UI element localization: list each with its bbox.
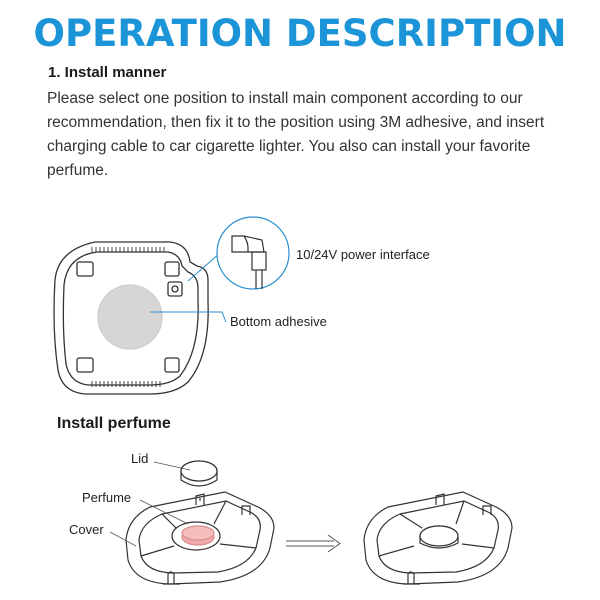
label-leaders	[109, 461, 191, 547]
device-bottom-view	[53, 241, 209, 395]
power-connector-callout	[187, 216, 290, 290]
lid-label: Lid	[131, 451, 149, 466]
double-arrow-icon	[286, 534, 341, 553]
section-heading: 1. Install manner	[48, 64, 167, 81]
page-title: OPERATION DESCRIPTION	[33, 12, 567, 55]
install-perfume-heading: Install perfume	[57, 415, 171, 432]
cover-label: Cover	[69, 522, 104, 537]
section-body: Please select one position to install ma…	[47, 90, 545, 179]
bottom-adhesive-label: Bottom adhesive	[230, 314, 327, 329]
perfume-label: Perfume	[82, 490, 132, 505]
adhesive-callout	[150, 311, 227, 323]
perfume-assembled-view	[363, 491, 513, 585]
perfume-exploded-view	[125, 460, 275, 585]
power-interface-label: 10/24V power interface	[296, 247, 430, 262]
